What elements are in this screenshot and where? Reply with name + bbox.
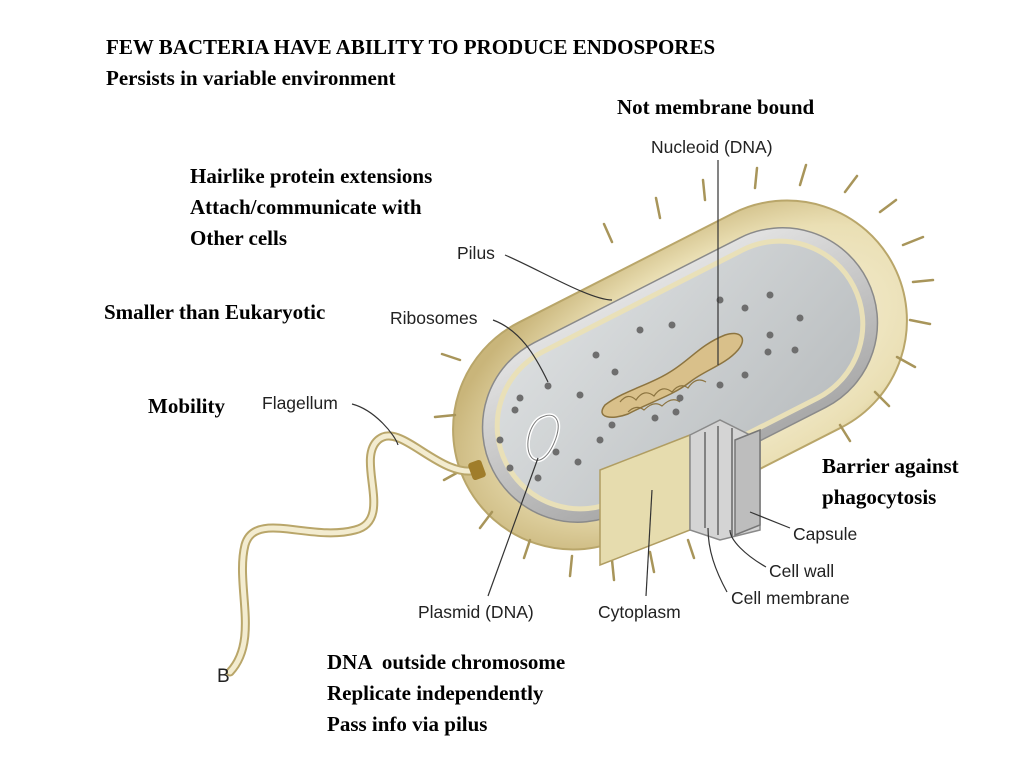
label-flagellum: Flagellum — [262, 393, 338, 413]
nucleoid-dna — [601, 332, 744, 418]
leader-lines — [351, 160, 791, 597]
note-plasmid-line-1: DNA outside chromosome — [327, 650, 566, 674]
leader-cell-wall — [729, 529, 767, 568]
label-cell-wall: Cell wall — [769, 561, 835, 581]
label-pilus: Pilus — [457, 243, 495, 263]
label-ribosomes: Ribosomes — [390, 308, 478, 328]
note-pilus-line-1: Hairlike protein extensions — [190, 164, 433, 188]
note-pilus-line-2: Attach/communicate with — [190, 195, 422, 219]
leader-pilus — [504, 254, 613, 301]
label-cell-membrane: Cell membrane — [731, 588, 850, 608]
label-plasmid: Plasmid (DNA) — [418, 602, 534, 622]
note-ribosomes: Smaller than Eukaryotic — [104, 300, 326, 324]
leader-plasmid — [487, 457, 539, 597]
note-capsule-line-1: Barrier against — [822, 454, 959, 478]
note-flagellum: Mobility — [148, 394, 225, 418]
leader-flagellum — [351, 403, 399, 446]
leader-cytoplasm — [645, 489, 653, 597]
pili — [433, 163, 935, 582]
note-plasmid-line-2: Replicate independently — [327, 681, 544, 705]
note-plasmid: DNA outside chromosome Replicate indepen… — [327, 647, 565, 740]
note-pilus: Hairlike protein extensions Attach/commu… — [190, 161, 432, 254]
heading-line-2: Persists in variable environment — [106, 66, 396, 90]
note-nucleoid: Not membrane bound — [617, 95, 815, 119]
note-capsule: Barrier against phagocytosis — [822, 451, 959, 513]
flagellum — [225, 431, 486, 677]
leader-capsule — [749, 511, 791, 529]
label-capsule: Capsule — [793, 524, 858, 544]
leader-cell-membrane — [707, 527, 728, 593]
plasmid-loop — [525, 413, 561, 463]
heading: FEW BACTERIA HAVE ABILITY TO PRODUCE END… — [106, 32, 715, 94]
ribosomes — [496, 291, 804, 482]
note-pilus-line-3: Other cells — [190, 226, 288, 250]
layer-cutaway — [599, 419, 761, 567]
label-nucleoid: Nucleoid (DNA) — [651, 137, 773, 157]
leader-ribosomes — [492, 319, 549, 383]
heading-line-1: FEW BACTERIA HAVE ABILITY TO PRODUCE END… — [106, 35, 716, 59]
note-capsule-line-2: phagocytosis — [822, 485, 937, 509]
note-plasmid-line-3: Pass info via pilus — [327, 712, 488, 736]
label-cytoplasm: Cytoplasm — [598, 602, 681, 622]
label-panel-letter: B — [217, 666, 230, 687]
